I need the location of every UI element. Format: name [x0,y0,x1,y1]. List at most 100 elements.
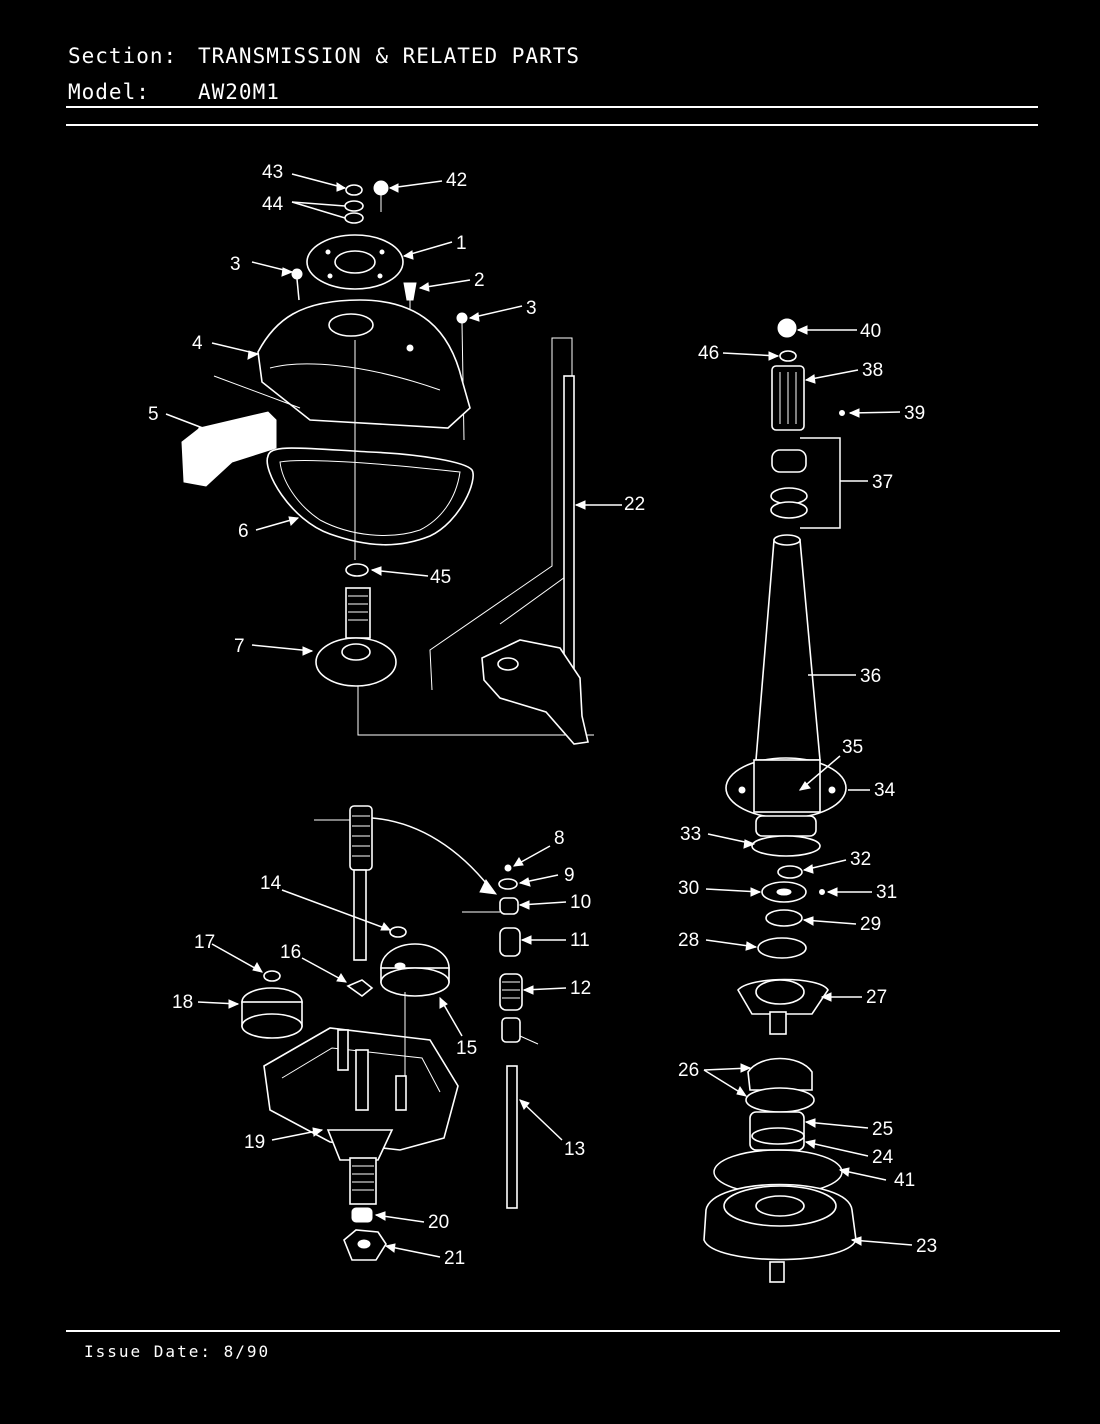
model-key: Model: [68,80,150,104]
part-26-seal [747,1057,813,1091]
callout-15: 15 [456,1038,477,1059]
footer-rule [66,1330,1060,1332]
callout-1: 1 [456,233,467,254]
callout-21: 21 [444,1248,465,1269]
callout-27: 27 [866,987,887,1008]
callout-11: 11 [570,930,590,951]
section-key: Section: [68,44,178,68]
callout-5: 5 [148,404,159,425]
part-6-gasket [266,447,474,546]
section-title: TRANSMISSION & RELATED PARTS [198,44,581,68]
callout-20: 20 [428,1212,449,1233]
model-line: Model: AW20M1 [68,80,280,104]
callout-38: 38 [862,360,883,381]
part-36-drive-tube [755,539,821,761]
section-line: Section: TRANSMISSION & RELATED PARTS [68,44,580,68]
part-9-washer [498,878,518,890]
callout-17: 17 [194,932,215,953]
part-39-ball [839,410,845,416]
callout-6: 6 [238,521,249,542]
callout-36: 36 [860,666,881,687]
part-28-oring [757,937,807,959]
callout-8: 8 [554,828,565,849]
callout-28: 28 [678,930,699,951]
part-3-screw-left [291,268,303,280]
part-10-bushing [499,897,519,915]
part-37-spring-b [770,501,808,519]
callout-43: 43 [262,162,283,183]
header-rule-bottom [66,124,1038,126]
callout-25: 25 [872,1119,893,1140]
part-5-bracket [181,411,277,487]
header-rule-top [66,106,1038,108]
callout-44: 44 [262,194,284,215]
callout-12: 12 [570,978,591,999]
part-7-flange [315,637,397,687]
part-26-ring [745,1087,815,1113]
callout-32: 32 [850,849,871,870]
part-16-washer [346,979,374,998]
callout-14: 14 [260,873,282,894]
callout-45: 45 [430,567,451,588]
issue-date: Issue Date: 8/90 [84,1342,271,1361]
part-14-washer [389,926,407,938]
part-20-nut [351,1207,373,1223]
part-22-rod [563,375,575,677]
callout-34: 34 [874,780,896,801]
callout-16: 16 [280,942,301,963]
callout-2: 2 [474,270,485,291]
part-11-sleeve [499,927,521,957]
callout-42: 42 [446,170,467,191]
part-37-seal-a [771,449,807,473]
part-40-bolt [777,318,797,338]
part-44-washer-b [344,212,364,224]
callout-19: 19 [244,1132,265,1153]
callout-3-right: 3 [526,298,537,319]
part-8-ball [504,864,512,872]
callout-37: 37 [872,472,893,493]
callout-23: 23 [916,1236,937,1257]
part-44-washer-a [344,200,364,212]
callout-35: 35 [842,737,863,758]
callout-labels: 43 42 44 1 3 2 3 4 5 6 45 7 22 40 46 38 … [148,162,937,1269]
part-24-bushing [751,1127,805,1145]
part-4-transmission-cover [257,299,471,429]
callout-31: 31 [876,882,897,903]
callout-41: 41 [894,1170,915,1191]
callout-7: 7 [234,636,245,657]
callout-30: 30 [678,878,699,899]
top-cover-assembly [181,180,594,745]
callout-39: 39 [904,403,925,424]
callout-33: 33 [680,824,701,845]
part-31-ball [819,889,825,895]
part-45-oring [345,563,369,577]
part-35-hub [753,759,821,813]
part-33-ring [751,835,821,857]
part-17-washer [263,970,281,982]
callout-4: 4 [192,333,203,354]
part-2-plug [403,282,417,301]
drive-tube-assembly [703,318,857,1283]
callout-13: 13 [564,1139,585,1160]
part-12-gear [499,973,523,1011]
part-3-screw-right [456,312,468,324]
callout-46: 46 [698,343,719,364]
callout-24: 24 [872,1147,894,1168]
callout-3-left: 3 [230,254,241,275]
gearcase-assembly [241,805,539,1261]
part-32-clip [777,865,803,879]
part-46-washer [779,350,797,362]
callout-10: 10 [570,892,591,913]
callout-29: 29 [860,914,881,935]
callout-22: 22 [624,494,645,515]
callout-40: 40 [860,321,881,342]
part-42-cap [373,180,389,196]
callout-18: 18 [172,992,193,1013]
part-29-washer [765,909,803,927]
leader-lines [165,173,913,1258]
callout-26: 26 [678,1060,699,1081]
part-43-nut [345,184,363,196]
model-number: AW20M1 [198,80,280,104]
part-13-shaft [506,1065,518,1209]
